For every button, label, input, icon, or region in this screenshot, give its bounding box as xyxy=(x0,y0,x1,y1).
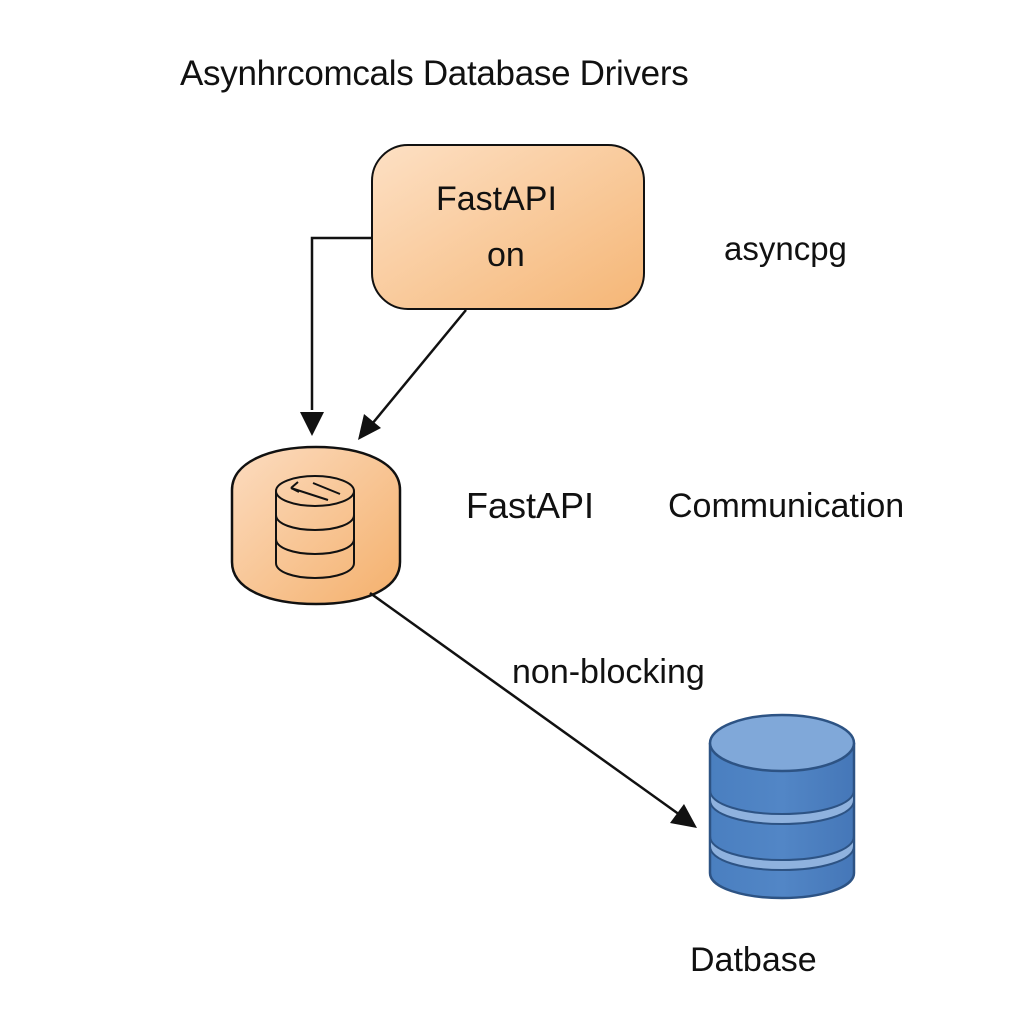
database-stack-icon xyxy=(275,475,355,580)
edge-elbow-arrow xyxy=(310,236,372,410)
fastapi-box-label-line2: on xyxy=(487,236,525,274)
edge-nonblocking-arrowhead xyxy=(670,804,697,828)
edge-diagonal-arrow xyxy=(371,309,467,425)
database-top xyxy=(708,713,856,773)
database-band-1 xyxy=(709,789,855,826)
driver-cylinder-body xyxy=(230,445,402,606)
edge-diagonal-arrowhead xyxy=(358,414,381,440)
database-band-2 xyxy=(709,835,855,872)
edge-elbow-arrowhead xyxy=(300,412,324,436)
fastapi-node xyxy=(371,144,645,310)
asyncpg-label: asyncpg xyxy=(724,230,847,267)
non-blocking-edge-label: non-blocking xyxy=(512,653,705,691)
diagram-title: Asynhrcomcals Database Drivers xyxy=(180,54,689,93)
fastapi-label: FastAPI xyxy=(466,485,595,526)
fastapi-box xyxy=(371,144,645,310)
fastapi-box-label-line1: FastAPI xyxy=(436,180,557,218)
communication-label: Communication xyxy=(668,487,905,525)
driver-cylinder xyxy=(230,445,402,606)
database-label: Datbase xyxy=(690,941,817,979)
edge-nonblocking-arrow xyxy=(369,591,681,817)
database-cylinder xyxy=(708,713,856,900)
